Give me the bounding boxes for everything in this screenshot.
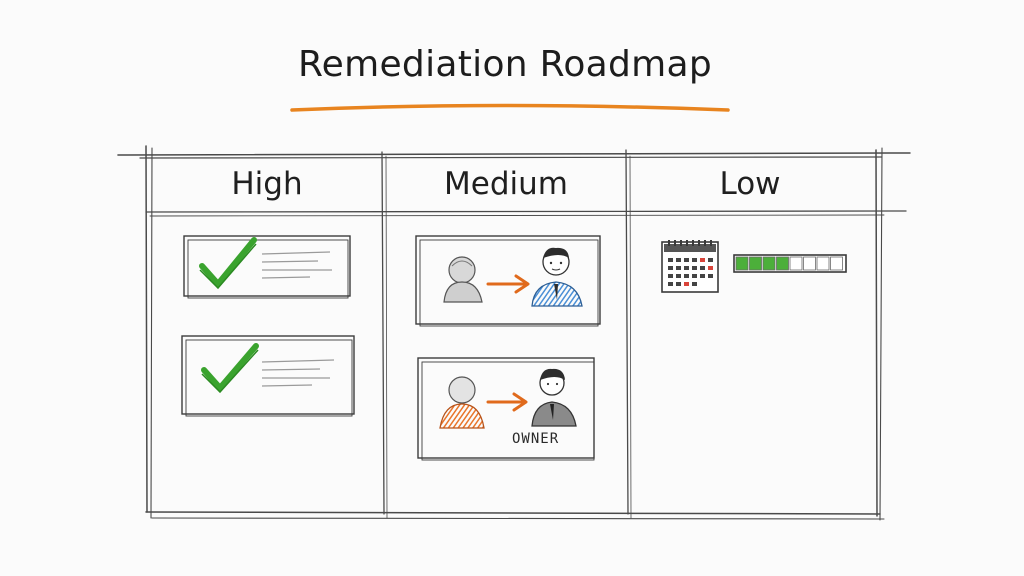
progress-segment-filled bbox=[776, 256, 789, 271]
arrow-right-icon bbox=[486, 274, 530, 294]
progress-segment-empty bbox=[803, 256, 816, 271]
high-card-1 bbox=[183, 235, 351, 299]
progress-bar bbox=[733, 254, 847, 273]
table-frame bbox=[117, 145, 911, 521]
column-divider-1 bbox=[381, 151, 385, 515]
progress-segment-filled bbox=[735, 256, 749, 271]
owner-label: OWNER bbox=[512, 431, 560, 447]
scribble-text-lines bbox=[261, 251, 332, 279]
medium-card-1 bbox=[415, 235, 601, 327]
column-header-low: Low bbox=[719, 166, 781, 202]
progress-segment-empty bbox=[789, 256, 803, 271]
column-header-high: High bbox=[231, 166, 303, 202]
progress-segment-filled bbox=[762, 256, 776, 271]
progress-segment-filled bbox=[749, 256, 762, 271]
column-divider-2 bbox=[625, 149, 629, 515]
progress-segment-empty bbox=[816, 256, 830, 271]
person-orange-icon bbox=[439, 376, 485, 429]
medium-card-2 bbox=[417, 357, 595, 461]
checkmark-icon bbox=[199, 237, 257, 287]
person-owner-icon bbox=[531, 368, 577, 427]
high-card-2 bbox=[181, 335, 355, 417]
person-blue-icon bbox=[531, 247, 583, 307]
arrow-right-icon bbox=[486, 392, 528, 412]
checkmark-icon bbox=[201, 343, 259, 391]
person-grey-icon bbox=[443, 256, 483, 303]
calendar-icon bbox=[661, 240, 719, 293]
scribble-text-lines bbox=[261, 359, 335, 387]
column-header-medium: Medium bbox=[444, 166, 568, 202]
page-title: Remediation Roadmap bbox=[297, 44, 713, 85]
progress-segment-empty bbox=[830, 256, 843, 271]
title-underline bbox=[290, 103, 730, 112]
